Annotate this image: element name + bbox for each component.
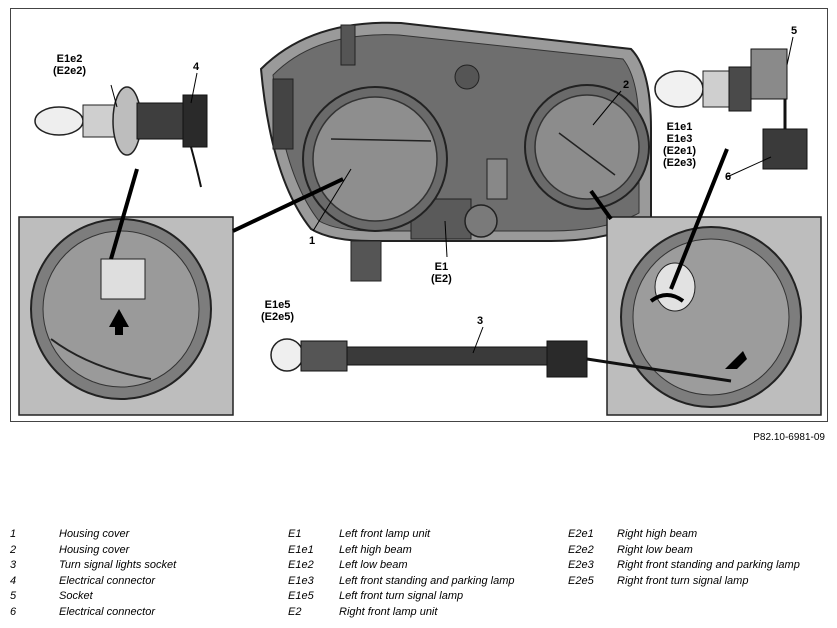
legend-row: E2e5 Right front turn signal lamp [568, 575, 830, 591]
legend-key: 4 [10, 574, 17, 587]
legend-row: E2e2 Right low beam [568, 544, 830, 560]
callout-3: 3 [477, 315, 484, 327]
legend-value: Left front standing and parking lamp [339, 574, 515, 587]
callout-4: 4 [193, 61, 200, 73]
legend-row: 4 Electrical connector [10, 575, 280, 591]
housing-cover-1 [302, 86, 448, 232]
legend-value: Right front lamp unit [339, 605, 438, 618]
legend-value: Left high beam [339, 543, 412, 556]
housing-cover-2 [524, 84, 650, 210]
legend-key: E2e5 [568, 574, 594, 587]
headlamp-illustration [18, 21, 822, 416]
left-inset [18, 216, 234, 416]
legend-row: 2 Housing cover [10, 544, 280, 560]
legend-key: E2 [288, 605, 302, 618]
legend-value: Right front standing and parking lamp [617, 559, 800, 571]
callout-e1e2-line1: E1e2 [56, 53, 83, 65]
callout-e1-line2: (E2) [431, 273, 452, 285]
low-beam-bulb-left [34, 86, 208, 188]
legend-row: E2e1 Right high beam [568, 528, 830, 544]
callout-e1e2: E1e2 (E2e2) [53, 53, 86, 77]
legend-key: E1e1 [288, 543, 314, 556]
callout-e1e3-line2: E1e3 [666, 133, 693, 145]
legend-row: E1e2 Left low beam [288, 559, 568, 575]
callout-5: 5 [791, 25, 798, 37]
callout-e1e2-line2: (E2e2) [53, 65, 87, 77]
legend-key: E1 [288, 528, 302, 540]
callout-e1e5-line1: E1e5 [264, 299, 291, 311]
callout-e1: E1 (E2) [431, 261, 452, 285]
legend-value: Right low beam [617, 543, 693, 556]
legend-value: Right front turn signal lamp [617, 574, 749, 587]
callout-e1e3-line1: E1e1 [666, 121, 693, 133]
legend-value: Electrical connector [59, 574, 155, 587]
legend-row: 6 Electrical connector [10, 606, 280, 622]
legend-row: E1e3 Left front standing and parking lamp [288, 575, 568, 591]
headlamp-figure: E1e2 (E2e2) 4 1 2 5 E1e1 E1e3 (E2e1) (E2… [10, 8, 828, 422]
legend-key: 6 [10, 605, 17, 618]
legend-row: E2 Right front lamp unit [288, 606, 568, 622]
legend-row: 3 Turn signal lights socket [10, 559, 280, 575]
callout-e1e5-line2: (E2e5) [261, 311, 295, 323]
figure-reference-code: P82.10-6981-09 [753, 432, 825, 443]
inset-pointer-lines [109, 148, 729, 290]
turn-signal-socket [270, 338, 732, 383]
legend-key: E1e2 [288, 559, 314, 571]
legend-key: E1e3 [288, 574, 314, 587]
callout-e1e3-line4: (E2e3) [663, 157, 697, 169]
legend-key: 2 [10, 543, 17, 556]
callout-2: 2 [623, 79, 630, 91]
legend-value: Socket [59, 590, 93, 602]
legend-key: E2e2 [568, 543, 594, 556]
legend-value: Left low beam [339, 559, 408, 571]
callout-e1-line1: E1 [434, 261, 449, 273]
right-inset [606, 216, 822, 416]
legend-row: 5 Socket [10, 590, 280, 606]
legend-row: E2e3 Right front standing and parking lam… [568, 559, 830, 575]
legend-row: E1 Left front lamp unit [288, 528, 568, 544]
high-beam-bulb-right [654, 48, 808, 170]
callout-e1e3-line3: (E2e1) [663, 145, 697, 157]
legend-key: 1 [10, 528, 17, 540]
legend-value: Right high beam [617, 528, 698, 540]
callout-e1e5: E1e5 (E2e5) [261, 299, 294, 323]
legend-key: E2e1 [568, 528, 594, 540]
legend-value: Electrical connector [59, 605, 155, 618]
legend-key: E1e5 [288, 590, 314, 602]
legend-value: Housing cover [59, 528, 130, 540]
legend-key: 5 [10, 590, 17, 602]
legend-value: Turn signal lights socket [59, 559, 177, 571]
callout-6: 6 [725, 171, 732, 183]
legend-row: E1e1 Left high beam [288, 544, 568, 560]
legend-row: 1 Housing cover [10, 528, 280, 544]
callout-e1e3: E1e1 E1e3 (E2e1) (E2e3) [663, 121, 696, 169]
legend-key: 3 [10, 559, 17, 571]
leader-lines [110, 36, 794, 354]
legend-value: Left front turn signal lamp [339, 590, 464, 602]
legend-row: E1e5 Left front turn signal lamp [288, 590, 568, 606]
legend-value: Housing cover [59, 543, 130, 556]
legend-key: E2e3 [568, 559, 594, 571]
callout-1: 1 [309, 235, 316, 247]
legend-value: Left front lamp unit [339, 528, 431, 540]
